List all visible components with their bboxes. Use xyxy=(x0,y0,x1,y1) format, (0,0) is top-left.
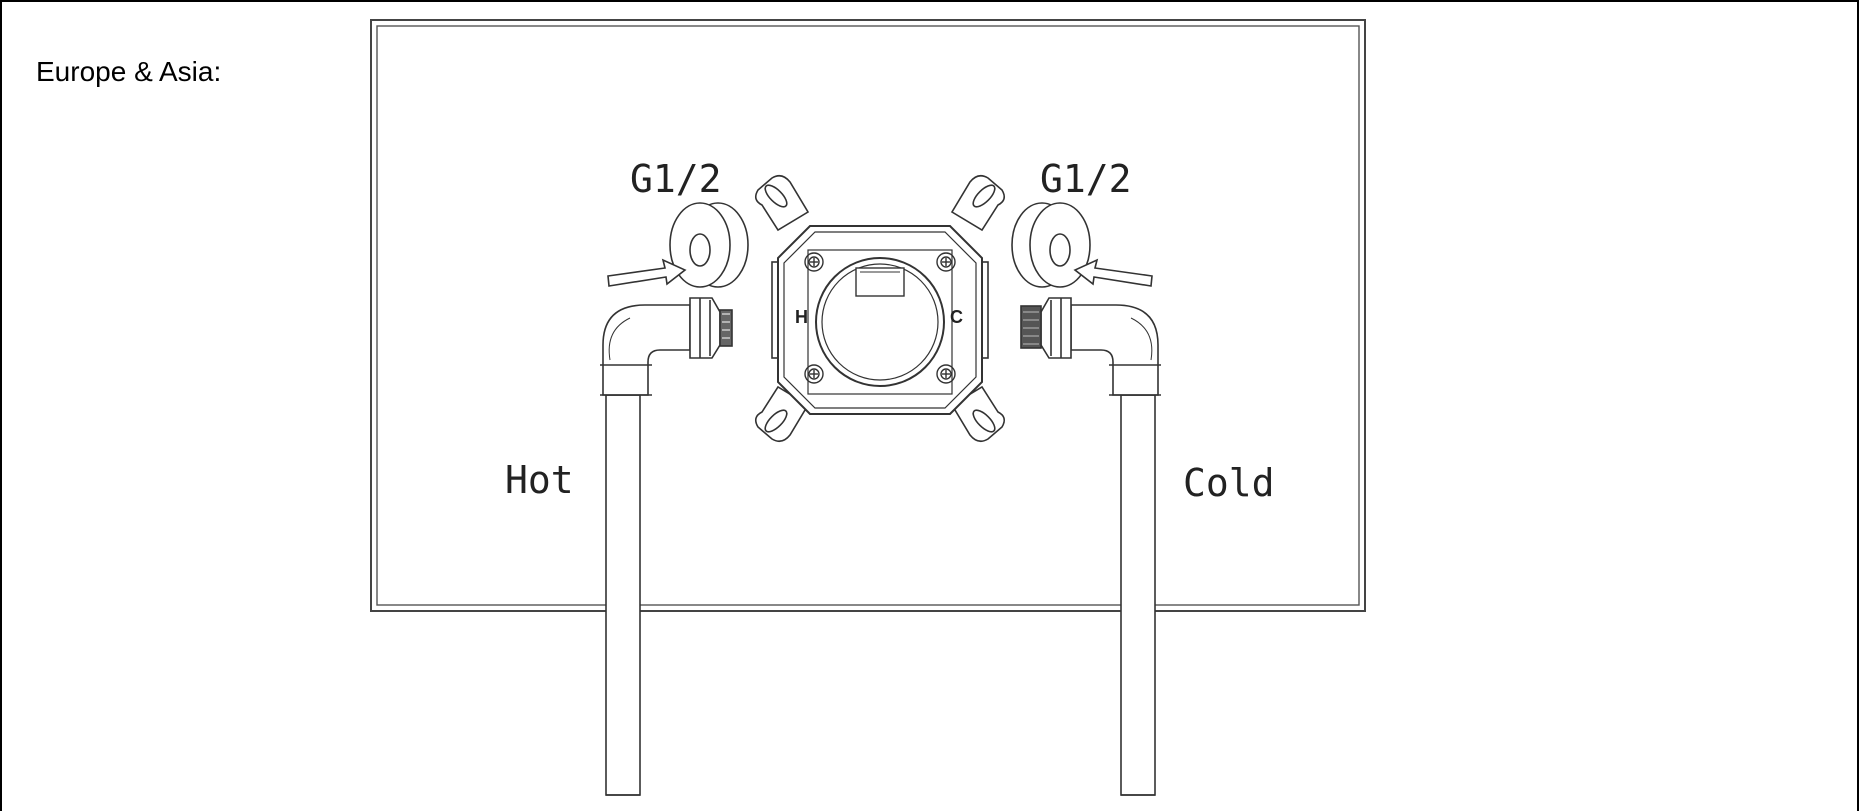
region-label: Europe & Asia: xyxy=(36,56,222,87)
valve-hot-marker: H xyxy=(795,307,808,327)
escutcheon-left xyxy=(669,202,749,288)
cold-pipe xyxy=(1020,297,1161,796)
wall-panel xyxy=(370,19,1366,612)
valve-cold-marker: C xyxy=(950,307,963,327)
thread-size-right: G1/2 xyxy=(1040,157,1132,201)
hot-label: Hot xyxy=(505,458,574,502)
thread-size-left: G1/2 xyxy=(630,157,722,201)
cold-label: Cold xyxy=(1183,461,1275,505)
valve-body xyxy=(754,174,1006,443)
arrow-right-icon xyxy=(607,258,687,287)
hot-pipe xyxy=(600,297,733,796)
escutcheon-right xyxy=(1011,202,1091,288)
screw-icon xyxy=(804,252,956,384)
arrow-left-icon xyxy=(1073,258,1153,287)
